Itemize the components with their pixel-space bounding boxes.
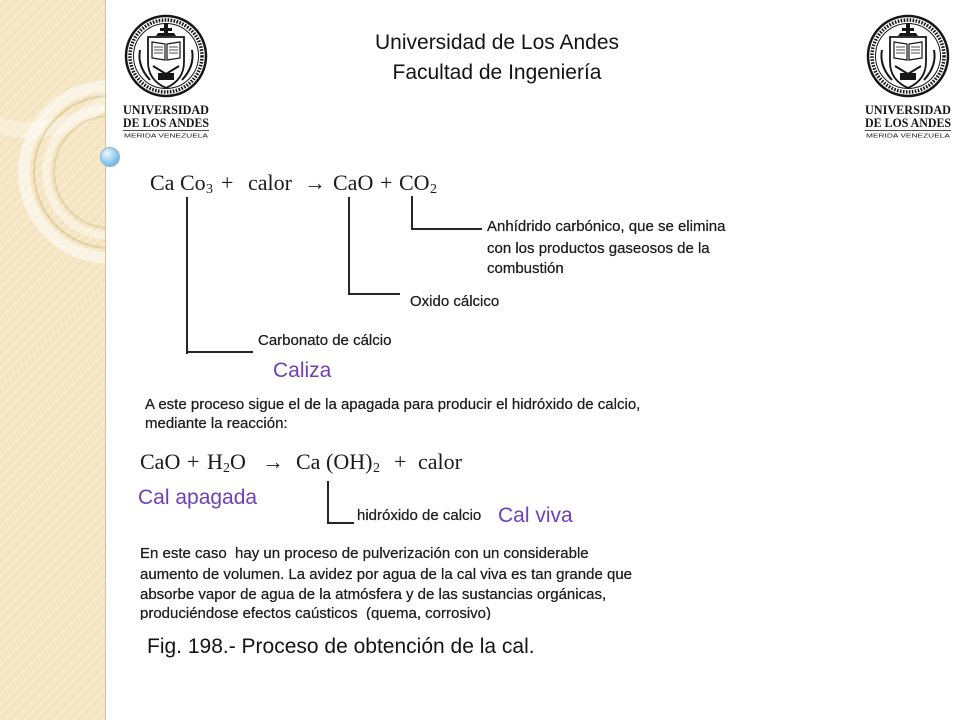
faculty-title: Facultad de Ingeniería <box>392 61 602 84</box>
eq2-product-ca: Ca <box>296 449 321 474</box>
label-caco3: Carbonato de cálcio <box>258 332 392 349</box>
intro-text-line2: mediante la reacción: <box>145 415 288 432</box>
eq1-plus-b: + <box>380 170 393 195</box>
leader-line-caco3-vertical <box>186 197 188 354</box>
leader-line-co2-horizontal <box>411 228 482 230</box>
leader-line-co2-vertical <box>411 196 413 230</box>
note-cal-apagada: Cal apagada <box>138 486 258 509</box>
university-seal-icon: UNIVERSIDAD DE LOS ANDES MERIDA VENEZUEL… <box>123 14 209 140</box>
eq1-heat: calor <box>248 170 292 195</box>
blue-circle-icon <box>100 147 120 167</box>
logo-name-line1: UNIVERSIDAD <box>123 102 209 117</box>
label-cao: Oxido cálcico <box>410 293 500 310</box>
leader-line-cao-vertical <box>348 197 350 295</box>
eq2-product-oh: (OH) <box>326 449 373 474</box>
university-seal-icon: UNIVERSIDAD DE LOS ANDES MERIDA VENEZUEL… <box>865 14 951 140</box>
explanation-line1: En este caso hay un proceso de pulveriza… <box>140 545 589 562</box>
eq2-reactant-1: CaO <box>140 449 181 474</box>
label-hydroxide: hidróxido de calcio <box>357 507 482 524</box>
logo-location: MERIDA VENEZUELA <box>866 134 950 140</box>
eq2-water-o: O <box>230 449 246 474</box>
university-title: Universidad de Los Andes <box>375 31 619 54</box>
eq1-product-2: CO <box>399 170 430 195</box>
eq2-product-subscript: 2 <box>373 461 380 476</box>
university-logo-left: UNIVERSIDAD DE LOS ANDES MERIDA VENEZUEL… <box>120 12 210 142</box>
eq1-product-1: CaO <box>333 170 374 195</box>
explanation-line3: absorbe vapor de agua de la atmósfera y … <box>140 586 607 603</box>
label-co2-line3: combustión <box>487 260 564 277</box>
label-co2-line2: con los productos gaseosos de la <box>487 240 710 257</box>
intro-text-line1: A este proceso sigue el de la apagada pa… <box>145 396 641 413</box>
eq2-plus-a: + <box>187 449 200 474</box>
leader-line-cao-horizontal <box>348 293 400 295</box>
eq1-product-2-subscript: 2 <box>430 182 437 197</box>
logo-name-line1: UNIVERSIDAD <box>865 102 951 117</box>
leader-line-caco3-horizontal <box>186 351 253 353</box>
explanation-line4: produciéndose efectos caústicos (quema, … <box>140 605 492 620</box>
eq1-reactant-subscript: 3 <box>206 182 213 197</box>
leader-line-hydroxide-vertical <box>327 481 329 524</box>
university-logo-right: UNIVERSIDAD DE LOS ANDES MERIDA VENEZUEL… <box>862 12 952 142</box>
eq2-plus-b: + <box>394 449 407 474</box>
logo-location: MERIDA VENEZUELA <box>124 134 208 140</box>
explanation-line2: aumento de volumen. La avidez por agua d… <box>140 566 632 583</box>
reaction-figure: Ca Co 3 + calor → CaO + CO 2 Anhídrido c… <box>130 155 750 620</box>
sidebar-ring-decoration <box>0 80 105 264</box>
note-caliza: Caliza <box>273 359 332 382</box>
eq1-reactant: Ca Co <box>150 170 206 195</box>
eq2-arrow: → <box>262 449 284 474</box>
note-cal-viva: Cal viva <box>498 504 573 527</box>
sidebar-decoration <box>0 0 106 720</box>
leader-line-hydroxide-horizontal <box>327 522 354 524</box>
eq2-water-subscript: 2 <box>223 461 230 476</box>
label-co2-line1: Anhídrido carbónico, que se elimina <box>487 218 726 235</box>
eq1-plus-a: + <box>221 170 234 195</box>
figure-caption: Fig. 198.- Proceso de obtención de la ca… <box>147 635 535 658</box>
eq2-heat: calor <box>418 449 462 474</box>
eq1-arrow: → <box>304 170 326 195</box>
logo-name-line2: DE LOS ANDES <box>865 115 951 130</box>
logo-name-line2: DE LOS ANDES <box>123 115 209 130</box>
eq2-water-h: H <box>207 449 223 474</box>
